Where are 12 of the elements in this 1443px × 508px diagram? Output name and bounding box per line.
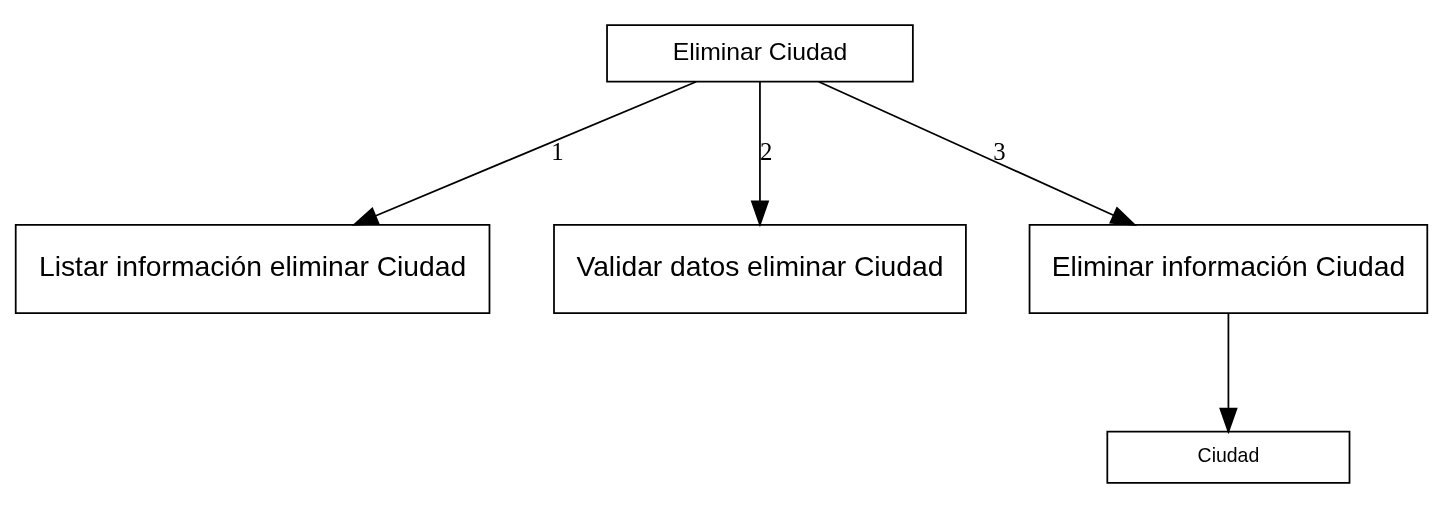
node-box: Validar datos eliminar Ciudad	[553, 223, 967, 315]
edge-label: 1	[551, 137, 564, 165]
node-box: Ciudad	[1106, 430, 1351, 484]
node-box: Eliminar información Ciudad	[1028, 223, 1429, 315]
arrow	[1219, 312, 1238, 435]
edge-label: 3	[993, 137, 1006, 165]
node-box: Eliminar Ciudad	[606, 24, 914, 83]
edge-label: 2	[759, 137, 773, 165]
arrow	[750, 81, 770, 228]
node-box: Listar información eliminar Ciudad	[14, 223, 491, 315]
arrow	[817, 80, 1138, 226]
arrow	[351, 80, 698, 226]
